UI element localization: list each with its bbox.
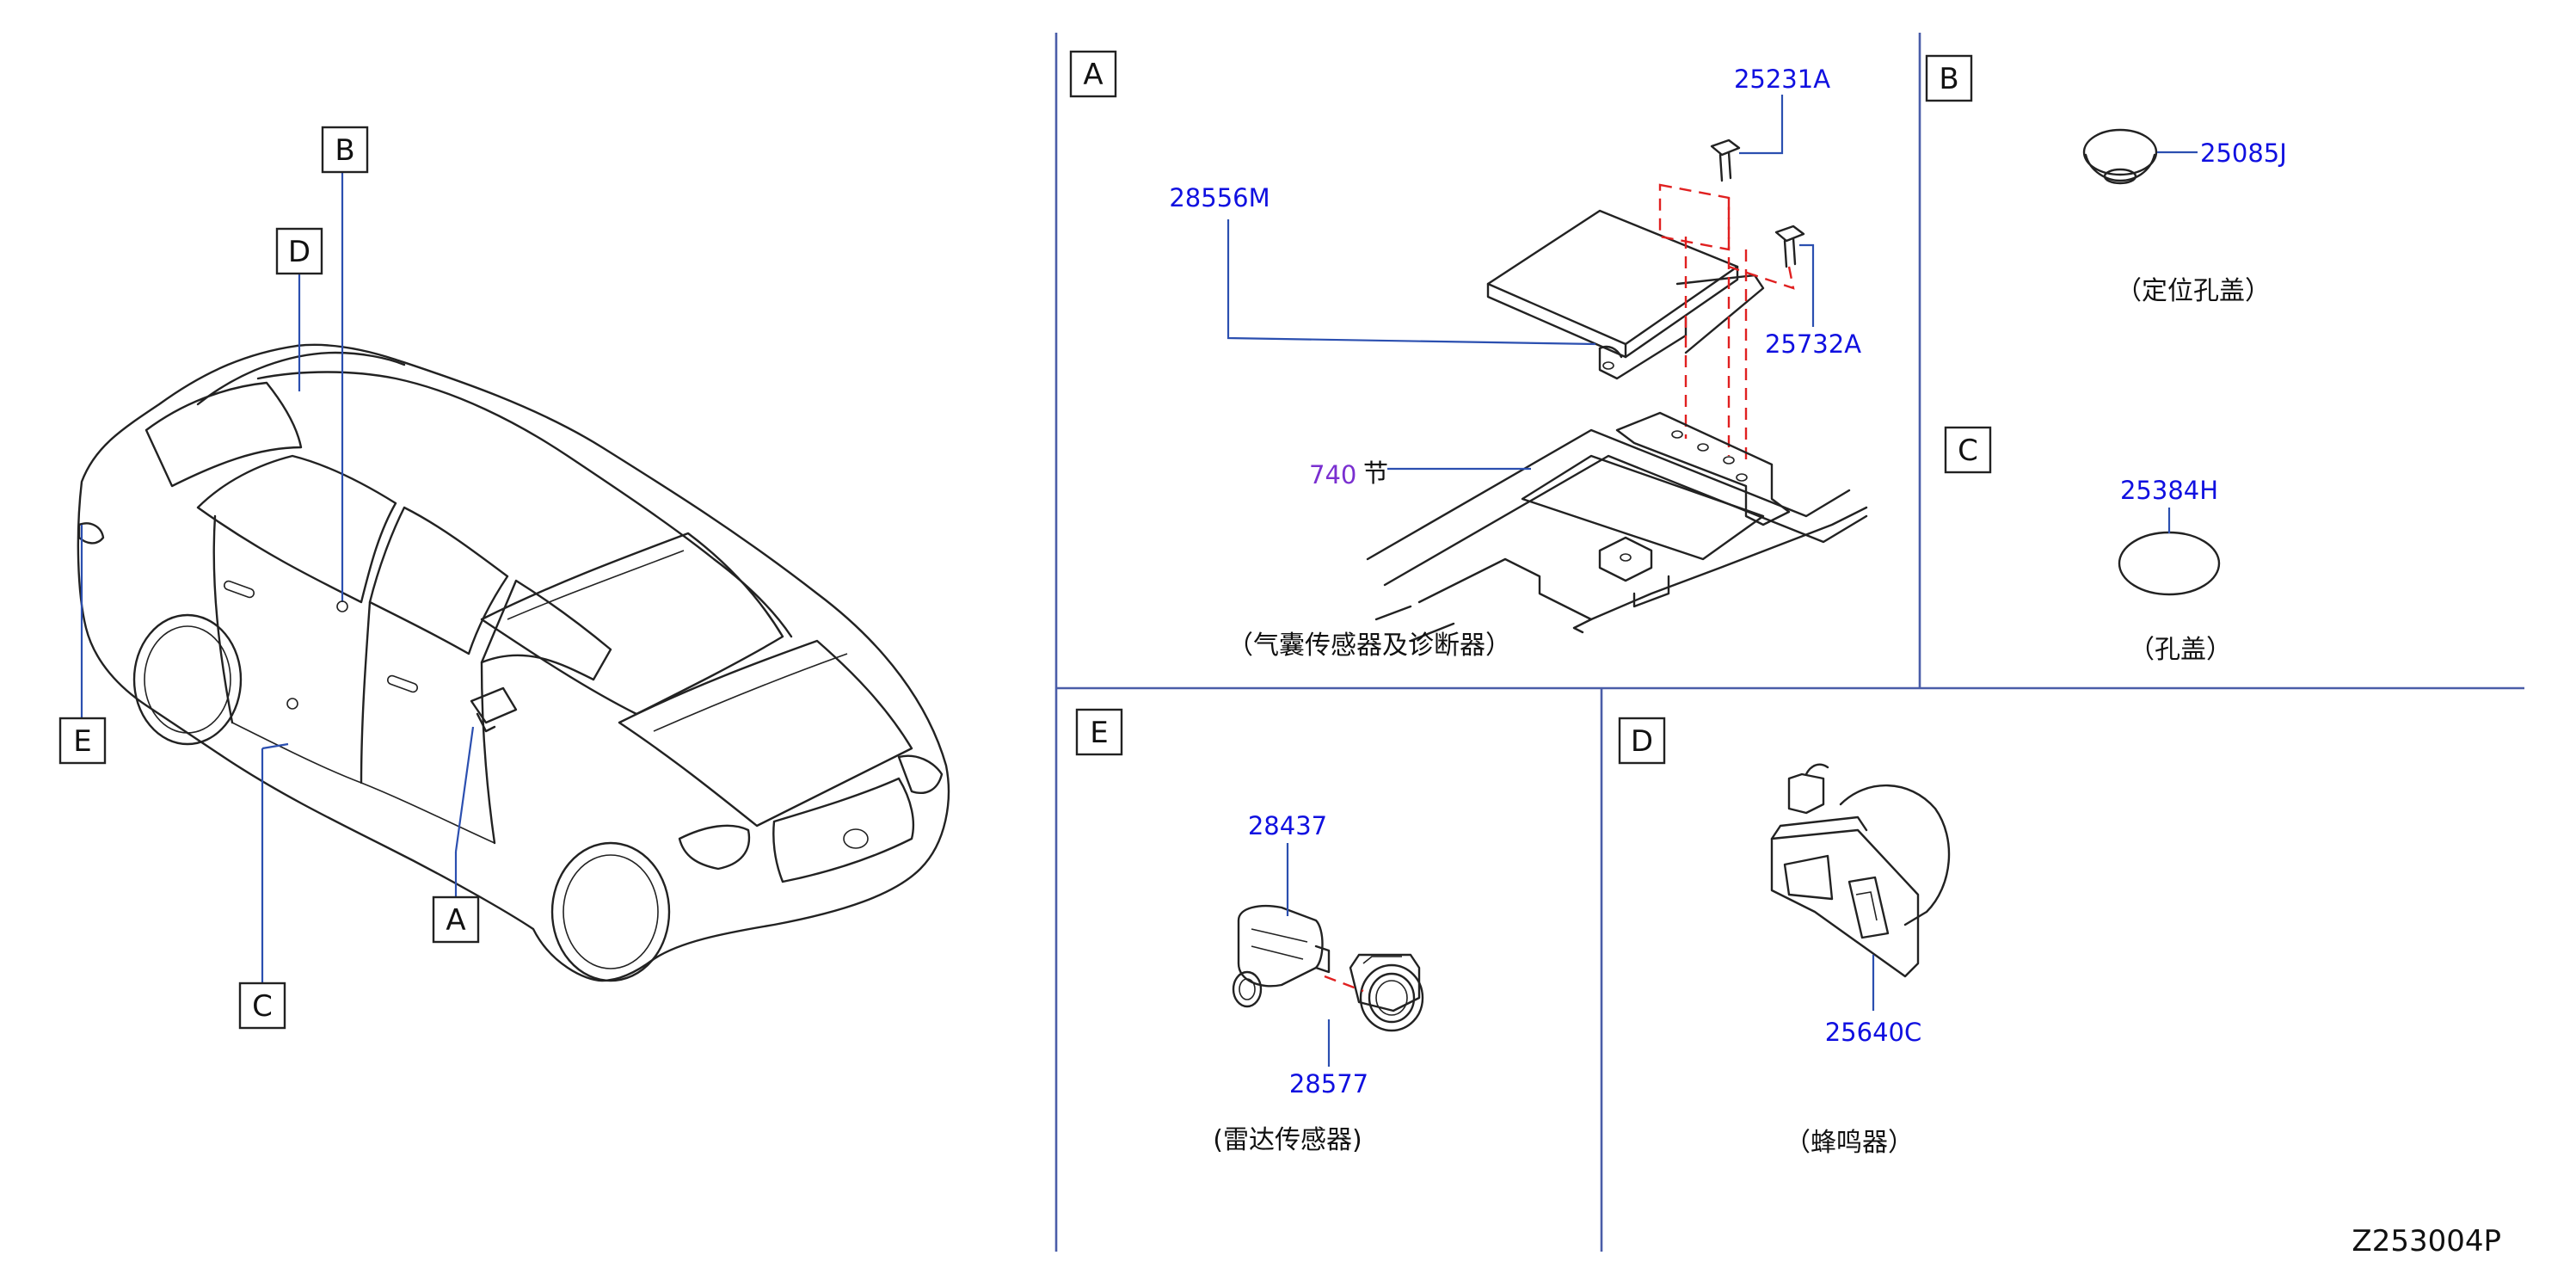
panel-a: A	[1069, 50, 1868, 661]
panel-b: B 25085J （定位孔盖）	[1925, 54, 2287, 306]
panel-e: E 28437 28577 (雷达传感器)	[1075, 708, 1424, 1155]
panel-a-caption: （气囊传感器及诊断器）	[1227, 631, 1511, 661]
callout-b: B	[335, 133, 354, 168]
panel-e-label: E	[1090, 716, 1108, 750]
panel-c-caption: （孔盖）	[2129, 635, 2232, 665]
part-28556m: 28556M	[1169, 183, 1270, 212]
panel-d-caption: （蜂鸣器）	[1785, 1128, 1914, 1158]
panel-a-box	[1069, 50, 1117, 98]
part-28437: 28437	[1248, 811, 1327, 840]
callout-box-d	[275, 227, 323, 275]
panel-b-caption: （定位孔盖）	[2116, 276, 2271, 306]
part-25231a: 25231A	[1734, 65, 1830, 94]
panel-d-box	[1618, 717, 1666, 765]
callout-box-e	[58, 717, 107, 765]
callout-e: E	[73, 724, 91, 759]
panel-c-label: C	[1958, 434, 1978, 468]
panel-d-label: D	[1631, 724, 1653, 759]
panel-c: C 25384H （孔盖）	[1944, 426, 2232, 665]
ref-740: 740	[1309, 460, 1356, 489]
callout-box-c	[238, 982, 286, 1030]
panel-b-label: B	[1939, 62, 1958, 96]
panel-frame	[1054, 33, 2524, 1252]
part-25085j: 25085J	[2200, 138, 2287, 168]
callout-box-a	[432, 895, 480, 944]
panel-e-caption: (雷达传感器)	[1213, 1125, 1362, 1155]
part-25640c: 25640C	[1825, 1018, 1922, 1047]
panel-d: D 25640C （蜂鸣器）	[1618, 717, 1951, 1158]
callout-c: C	[252, 989, 273, 1024]
part-25384h: 25384H	[2120, 476, 2218, 505]
callout-a: A	[446, 903, 465, 938]
panel-a-label: A	[1083, 58, 1103, 92]
car-illustration	[77, 343, 950, 982]
diagram-code: Z253004P	[2352, 1224, 2501, 1258]
callout-box-b	[321, 126, 369, 174]
part-28577: 28577	[1289, 1069, 1368, 1098]
ref-section-text: 节	[1363, 458, 1388, 488]
car-callouts: B D E A C	[58, 126, 480, 1030]
panel-b-box	[1925, 54, 1973, 102]
callout-d: D	[288, 235, 310, 269]
panel-c-box	[1944, 426, 1992, 474]
part-25732a: 25732A	[1765, 329, 1861, 359]
panel-e-box	[1075, 708, 1123, 756]
